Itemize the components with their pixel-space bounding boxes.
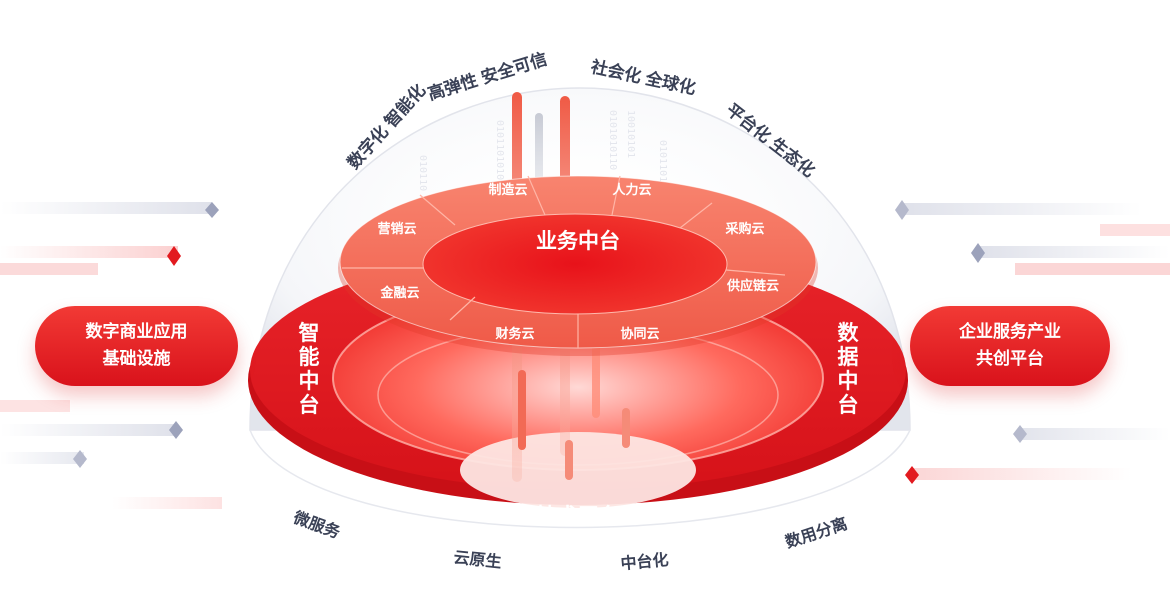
leftVert-char: 智 bbox=[299, 321, 320, 345]
diamond-markers bbox=[73, 200, 1027, 484]
bottom-label-microservice: 微服务 bbox=[290, 507, 343, 542]
svg-text:010110: 010110 bbox=[417, 155, 428, 191]
business-ring-hole bbox=[422, 213, 728, 315]
segment-finance-cloud: 财务云 bbox=[495, 326, 534, 341]
pillar-7 bbox=[565, 440, 573, 480]
pillar-6 bbox=[622, 408, 630, 448]
pillar-5 bbox=[518, 370, 526, 450]
svg-text:01011010: 01011010 bbox=[657, 140, 668, 188]
svg-text:10010101: 10010101 bbox=[625, 110, 636, 158]
svg-text:0101010110: 0101010110 bbox=[607, 110, 618, 170]
leftVert-char: 台 bbox=[299, 393, 320, 417]
diamond-left-2 bbox=[167, 246, 181, 266]
diamond-right-3 bbox=[1013, 425, 1027, 443]
right-stream-1 bbox=[902, 203, 1142, 215]
left-stream-5 bbox=[0, 424, 178, 436]
diamond-right-2 bbox=[971, 243, 985, 263]
segment-hr-cloud: 人力云 bbox=[612, 182, 651, 197]
left-stream-6 bbox=[0, 452, 84, 464]
left-stream-3 bbox=[0, 263, 98, 275]
right-stream-2 bbox=[1100, 224, 1170, 236]
diamond-left-3 bbox=[169, 421, 183, 439]
left-pill-line-2: 基础设施 bbox=[102, 349, 171, 369]
segment-collaboration-cloud: 协同云 bbox=[620, 326, 659, 341]
diamond-right-4 bbox=[905, 466, 919, 484]
left-capability-pill: 数字商业应用 基础设施 bbox=[35, 306, 238, 386]
segment-procurement-cloud: 采购云 bbox=[724, 221, 764, 236]
rightVert-char: 台 bbox=[838, 393, 859, 417]
rightVert-char: 中 bbox=[838, 370, 859, 393]
right-capability-pill: 企业服务产业 共创平台 bbox=[910, 306, 1110, 386]
segment-supply-chain-cloud: 供应链云 bbox=[726, 278, 779, 293]
left-stream-1 bbox=[0, 202, 212, 214]
business-ring-dividers bbox=[342, 175, 786, 348]
left-pill-line-1: 数字商业应用 bbox=[85, 322, 188, 342]
bottom-label-cloud-native: 云原生 bbox=[453, 548, 503, 572]
tech-platform-title: 技术平台 bbox=[536, 504, 620, 528]
business-segments: 制造云 人力云 采购云 供应链云 协同云 财务云 金融云 营销云 bbox=[377, 182, 779, 341]
svg-text:0101101010: 0101101010 bbox=[494, 120, 505, 180]
right-stream-4 bbox=[1015, 263, 1170, 275]
rightVert-char: 据 bbox=[838, 346, 859, 369]
rightVert-char: 数 bbox=[838, 322, 860, 345]
segment-marketing-cloud: 营销云 bbox=[377, 221, 416, 236]
left-stream-2 bbox=[0, 246, 178, 258]
leftVert-char: 能 bbox=[299, 345, 320, 369]
binary-texture: 0101101010 0101010110 10010101 01011010 … bbox=[417, 110, 668, 191]
right-pill-line-1: 企业服务产业 bbox=[959, 322, 1061, 342]
segment-manufacturing-cloud: 制造云 bbox=[488, 182, 527, 197]
left-stream-7 bbox=[112, 497, 222, 509]
bottom-label-middle-platform: 中台化 bbox=[620, 550, 669, 573]
right-stream-3 bbox=[978, 246, 1170, 258]
right-stream-6 bbox=[912, 468, 1132, 480]
diamond-right-1 bbox=[895, 200, 909, 220]
leftVert-char: 中 bbox=[299, 370, 320, 393]
bottom-label-data-separation: 数用分离 bbox=[783, 514, 850, 552]
diamond-left-4 bbox=[73, 450, 87, 468]
business-platform-title: 业务中台 bbox=[536, 229, 620, 253]
tech-center-glow bbox=[460, 432, 696, 508]
right-pill-line-2: 共创平台 bbox=[976, 349, 1044, 369]
left-stream-4 bbox=[0, 400, 70, 412]
dome-base-arc bbox=[249, 429, 911, 529]
diamond-left-1 bbox=[205, 202, 219, 218]
right-stream-5 bbox=[1020, 428, 1170, 440]
segment-fintech-cloud: 金融云 bbox=[379, 285, 419, 300]
